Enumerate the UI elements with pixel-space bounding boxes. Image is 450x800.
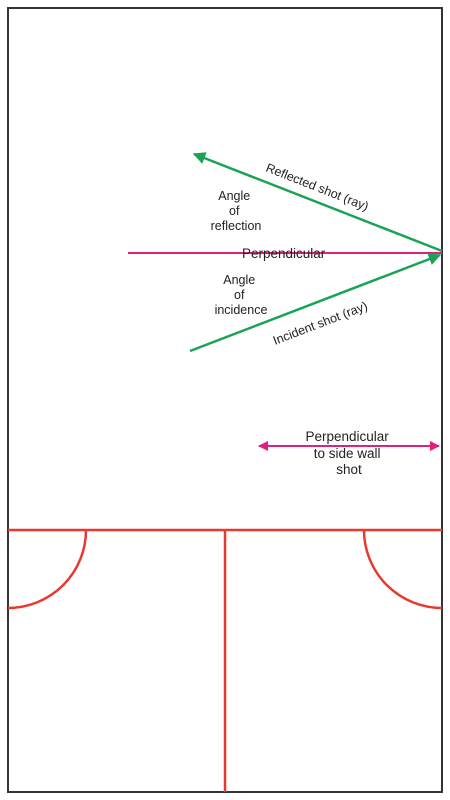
- angle-of-incidence-label: Angle of incidence: [215, 273, 268, 317]
- incident-ray-label: Incident shot (ray): [271, 299, 369, 348]
- side-wall-shot-label: Perpendicular to side wall shot: [305, 429, 392, 477]
- side-wall-shot-line-1: Perpendicular: [305, 429, 389, 444]
- left-service-box-arc: [7, 529, 88, 610]
- side-wall-shot-line-2: to side wall: [314, 446, 381, 461]
- angle-of-reflection-line-1: Angle: [218, 189, 250, 203]
- angle-of-incidence-line-3: incidence: [215, 303, 268, 317]
- side-wall-shot-line-3: shot: [336, 462, 362, 477]
- angle-of-reflection-line-3: reflection: [211, 219, 262, 233]
- angle-of-incidence-line-2: of: [234, 288, 245, 302]
- right-service-box-arc: [362, 529, 443, 610]
- reflected-ray: [192, 152, 443, 253]
- perpendicular-label: Perpendicular: [242, 246, 326, 261]
- angle-of-reflection-line-2: of: [229, 204, 240, 218]
- angle-of-incidence-line-1: Angle: [223, 273, 255, 287]
- incident-ray: [189, 253, 442, 353]
- angle-of-reflection-label: Angle of reflection: [211, 189, 262, 233]
